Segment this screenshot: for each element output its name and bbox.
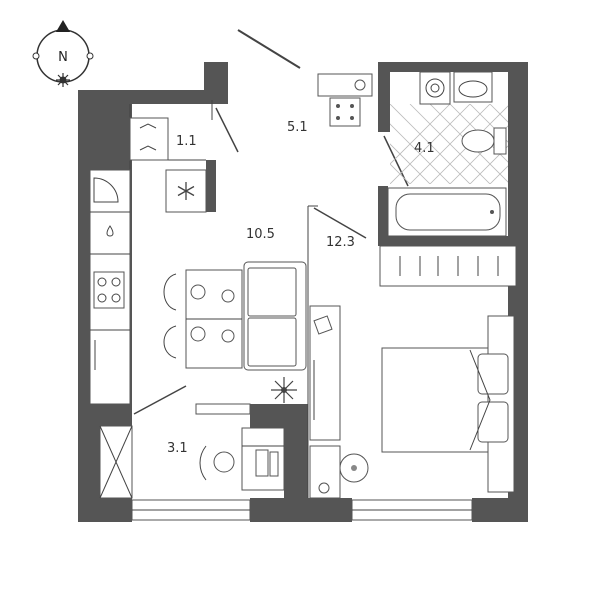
water-heater bbox=[419, 71, 451, 105]
balcony-door bbox=[133, 385, 187, 415]
toilet-icon bbox=[461, 127, 507, 155]
wall-bottom-left bbox=[78, 498, 132, 522]
compass: N bbox=[32, 20, 94, 87]
balcony-fixtures bbox=[199, 427, 285, 491]
plant-icon bbox=[271, 377, 297, 403]
wall-top-left bbox=[78, 90, 206, 104]
hall-fixtures bbox=[317, 73, 373, 127]
radiator bbox=[195, 403, 251, 415]
fridge bbox=[165, 169, 207, 213]
wall-kitchen-bottom-left bbox=[78, 404, 132, 426]
wall-wardrobe-top bbox=[204, 62, 228, 104]
room-area-balcony: 3.1 bbox=[167, 441, 188, 456]
bedroom-fixtures bbox=[309, 245, 517, 499]
wall-bath-bottom bbox=[378, 236, 516, 246]
snowflake-icon bbox=[177, 182, 195, 200]
wall-bath-lower-left bbox=[378, 186, 388, 244]
office-chair bbox=[199, 445, 235, 481]
floor-lamp-icon bbox=[339, 453, 369, 483]
wardrobe-fixtures bbox=[129, 117, 169, 161]
room-area-wardrobe: 1.1 bbox=[176, 134, 197, 149]
wall-balcony-right bbox=[284, 404, 308, 522]
kitchen-sink-icon bbox=[93, 177, 119, 203]
room-area-kitchen: 10.5 bbox=[246, 227, 275, 242]
bedroom-door bbox=[313, 207, 367, 239]
windows bbox=[99, 425, 473, 521]
dining-chairs bbox=[163, 273, 235, 359]
wardrobe-door bbox=[215, 107, 239, 153]
double-bed bbox=[381, 315, 515, 493]
bedroom-wardrobe bbox=[379, 245, 517, 287]
wall-wardrobe-kitchen bbox=[206, 160, 216, 212]
kitchen-fixtures bbox=[89, 169, 307, 415]
sofa bbox=[243, 261, 307, 371]
compass-west-dot bbox=[32, 52, 40, 60]
sun-icon bbox=[56, 73, 70, 87]
wall-bottom-right bbox=[472, 498, 528, 522]
wall-top-right bbox=[378, 62, 528, 72]
entrance-door bbox=[237, 29, 301, 69]
room-area-bedroom: 12.3 bbox=[326, 235, 355, 250]
wall-bath-left bbox=[378, 62, 390, 132]
washing-machine bbox=[317, 73, 373, 97]
room-area-hall: 5.1 bbox=[287, 120, 308, 135]
bathroom-fixtures bbox=[387, 71, 508, 237]
stove-icon bbox=[329, 97, 361, 127]
north-arrow-icon bbox=[56, 20, 70, 32]
compass-east-dot bbox=[86, 52, 94, 60]
compass-north-label: N bbox=[58, 50, 68, 65]
room-area-bathroom: 4.1 bbox=[414, 141, 435, 156]
room-labels: 1.1 5.1 4.1 10.5 12.3 3.1 bbox=[167, 120, 435, 456]
cooktop-icon bbox=[93, 271, 125, 309]
